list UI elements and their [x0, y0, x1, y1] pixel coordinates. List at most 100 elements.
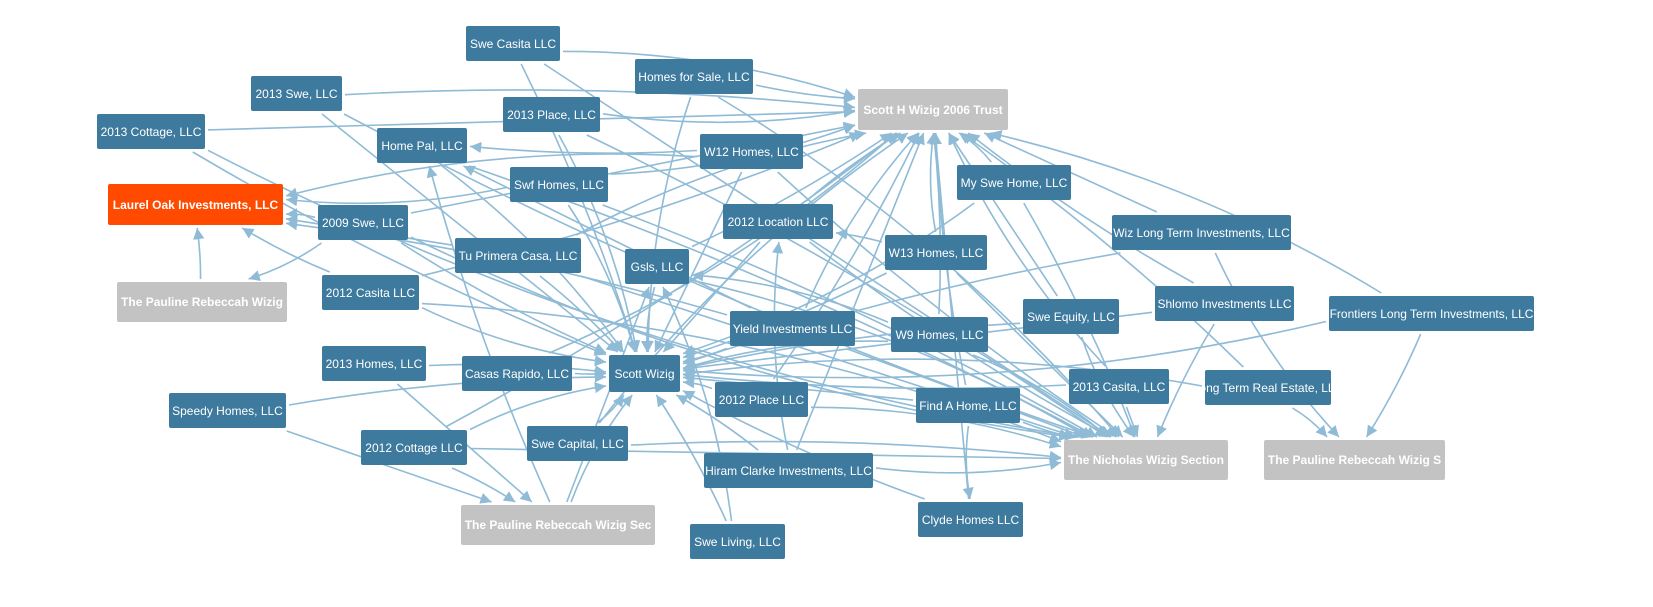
edge-casas_rapido-to-scott_trust — [548, 132, 897, 354]
edge-swe2009-to-laurel_oak — [285, 208, 316, 220]
node-swe-capital-llc[interactable]: Swe Capital, LLC — [527, 426, 628, 461]
edge-frontiers-to-scott_trust — [990, 130, 1382, 294]
edge-find_a_home-to-nicholas_section — [1022, 421, 1072, 441]
edge-swe_capital-to-nicholas_section — [630, 440, 1062, 462]
node-yield-investments-llc[interactable]: Yield Investments LLC — [730, 311, 855, 346]
edge-pauline_wizig-to-laurel_oak — [193, 227, 205, 280]
node-swf-homes-llc[interactable]: Swf Homes, LLC — [510, 167, 608, 202]
node-tu-primera-casa-llc[interactable]: Tu Primera Casa, LLC — [455, 238, 581, 273]
node-2013-cottage-llc[interactable]: 2013 Cottage, LLC — [97, 114, 205, 149]
node-hiram-clarke-investments-llc[interactable]: Hiram Clarke Investments, LLC — [704, 453, 873, 488]
edge-yield-to-scott_trust — [804, 132, 919, 309]
edge-w13-to-nicholas_section — [956, 272, 1124, 438]
edge-w9-to-gsls — [691, 270, 889, 323]
node-gsls-llc[interactable]: Gsls, LLC — [625, 249, 689, 284]
edge-cottage2012-to-pauline_sec — [451, 467, 516, 503]
node-w13-homes-llc[interactable]: W13 Homes, LLC — [885, 235, 987, 270]
edge-swf_homes-to-laurel_oak — [285, 186, 508, 207]
node-2013-swe-llc[interactable]: 2013 Swe, LLC — [251, 76, 342, 111]
edge-hiram_clarke-to-nicholas_section — [875, 459, 1062, 474]
node-2013-casita-llc[interactable]: 2013 Casita, LLC — [1069, 369, 1169, 404]
edge-speedy-to-pauline_sec — [286, 430, 492, 504]
edge-w9-to-scott_trust — [929, 132, 942, 315]
node-2012-casita-llc[interactable]: 2012 Casita LLC — [322, 275, 419, 310]
node-my-swe-home-llc[interactable]: My Swe Home, LLC — [957, 165, 1071, 200]
node-2013-place-llc[interactable]: 2013 Place, LLC — [503, 97, 600, 132]
edge-homes_for_sale-to-scott_trust — [755, 84, 856, 104]
node-2012-place-llc[interactable]: 2012 Place LLC — [715, 382, 808, 417]
edge-pauline_sec-to-gsls — [566, 286, 651, 503]
edge-swe2013-to-scott_wizig — [321, 113, 619, 353]
node-frontiers-long-term-investments-llc[interactable]: Frontiers Long Term Investments, LLC — [1329, 296, 1534, 331]
edge-w12-to-scott_wizig — [654, 171, 743, 353]
edge-my_swe_home-to-scott_wizig — [682, 202, 975, 356]
edge-location2012-to-scott_wizig — [662, 241, 761, 353]
edge-swe_equity-to-scott_trust — [948, 132, 1058, 297]
edge-swe_living-to-scott_wizig — [655, 394, 727, 522]
edge-w13-to-location2012 — [835, 228, 883, 243]
edge-tu_primera-to-scott_trust — [575, 129, 867, 236]
edge-hiram_clarke-to-location2012 — [772, 241, 789, 451]
edge-gsls-to-scott_trust — [691, 132, 893, 248]
node-clyde-homes-llc[interactable]: Clyde Homes LLC — [918, 502, 1023, 537]
node-swe-living-llc[interactable]: Swe Living, LLC — [690, 524, 785, 559]
edge-casas_rapido-to-scott_wizig — [574, 368, 607, 380]
edge-w12-to-laurel_oak — [285, 153, 698, 199]
edge-yield-to-home_pal — [463, 165, 752, 309]
node-scott-wizig[interactable]: Scott Wizig — [609, 355, 680, 392]
node-w9-homes-llc[interactable]: W9 Homes, LLC — [891, 317, 988, 352]
edge-place2012-to-scott_trust — [772, 132, 920, 380]
edge-swe2009-to-pauline_wizig — [248, 242, 322, 282]
edge-hiram_clarke-to-scott_trust — [795, 132, 925, 451]
node-find-a-home-llc[interactable]: Find A Home, LLC — [916, 388, 1020, 423]
edge-casita2012-to-scott_wizig — [421, 306, 607, 367]
edge-swf_homes-to-scott_wizig — [567, 204, 638, 353]
edge-shlomo-to-scott_trust — [967, 132, 1195, 284]
edge-w9-to-scott_wizig — [682, 340, 889, 371]
edge-cottage2013-to-scott_wizig — [192, 151, 607, 356]
edge-w12-to-home_pal — [469, 141, 698, 155]
node-2012-cottage-llc[interactable]: 2012 Cottage LLC — [361, 430, 467, 465]
node-pauline-rebeccah-wizig[interactable]: The Pauline Rebeccah Wizig — [117, 282, 287, 322]
node-w12-homes-llc[interactable]: W12 Homes, LLC — [700, 134, 803, 169]
node-casas-rapido-llc[interactable]: Casas Rapido, LLC — [462, 356, 572, 391]
edge-cottage2012-to-scott_wizig — [469, 382, 607, 431]
edge-frontiers-to-pauline_s — [1365, 333, 1422, 438]
edge-shlomo-to-nicholas_section — [1156, 323, 1215, 438]
edge-casita2013-to-nicholas_section — [1125, 406, 1139, 438]
node-scott-h-wizig-2006-trust[interactable]: Scott H Wizig 2006 Trust — [858, 89, 1008, 130]
edge-casita2013-to-scott_wizig — [682, 370, 1067, 390]
node-speedy-homes-llc[interactable]: Speedy Homes, LLC — [169, 393, 286, 428]
node-pauline-rebeccah-wizig-s[interactable]: The Pauline Rebeccah Wizig S — [1264, 440, 1445, 480]
edge-find_a_home-to-clyde — [962, 425, 974, 500]
node-home-pal-llc[interactable]: Home Pal, LLC — [377, 128, 467, 163]
node-long-term-real-estate-llc[interactable]: Long Term Real Estate, LLC — [1205, 370, 1331, 405]
node-swe-casita-llc[interactable]: Swe Casita LLC — [466, 26, 560, 61]
edge-long_term_re-to-pauline_s — [1292, 407, 1328, 438]
edge-clyde-to-scott_wizig — [682, 389, 925, 500]
node-2013-homes-llc[interactable]: 2013 Homes, LLC — [322, 346, 426, 381]
node-homes-for-sale-llc[interactable]: Homes for Sale, LLC — [635, 59, 753, 94]
edge-casita2012-to-laurel_oak — [241, 227, 331, 273]
edge-swe2009-to-scott_wizig — [400, 242, 607, 354]
node-2012-location-llc[interactable]: 2012 Location LLC — [723, 204, 833, 239]
edge-place2013-to-nicholas_section — [586, 134, 1107, 438]
node-pauline-rebeccah-wizig-sec[interactable]: The Pauline Rebeccah Wizig Sec — [461, 505, 655, 545]
node-swe-equity-llc[interactable]: Swe Equity, LLC — [1023, 299, 1119, 334]
edge-place2013-to-scott_wizig — [558, 134, 641, 353]
node-wiz-long-term-investments-llc[interactable]: Wiz Long Term Investments, LLC — [1112, 215, 1291, 250]
node-2009-swe-llc[interactable]: 2009 Swe, LLC — [318, 205, 408, 240]
edge-swe_living-to-gsls — [662, 286, 733, 522]
edge-frontiers-to-scott_wizig — [682, 320, 1327, 379]
edge-clyde-to-scott_trust — [930, 132, 970, 500]
edge-w9-to-nicholas_section — [972, 354, 1109, 438]
edge-wiz_long_term-to-pauline_s — [1214, 252, 1340, 438]
edge-gsls-to-scott_wizig — [640, 286, 656, 353]
node-nicholas-wizig-section[interactable]: The Nicholas Wizig Section — [1064, 440, 1228, 480]
edge-swe2013-to-scott_trust — [344, 89, 856, 112]
node-laurel-oak-investments-llc[interactable]: Laurel Oak Investments, LLC — [108, 184, 283, 225]
edge-tu_primera-to-scott_wizig — [539, 275, 623, 353]
edge-place2012-to-scott_wizig — [682, 377, 713, 390]
node-shlomo-investments-llc[interactable]: Shlomo Investments LLC — [1155, 286, 1294, 321]
